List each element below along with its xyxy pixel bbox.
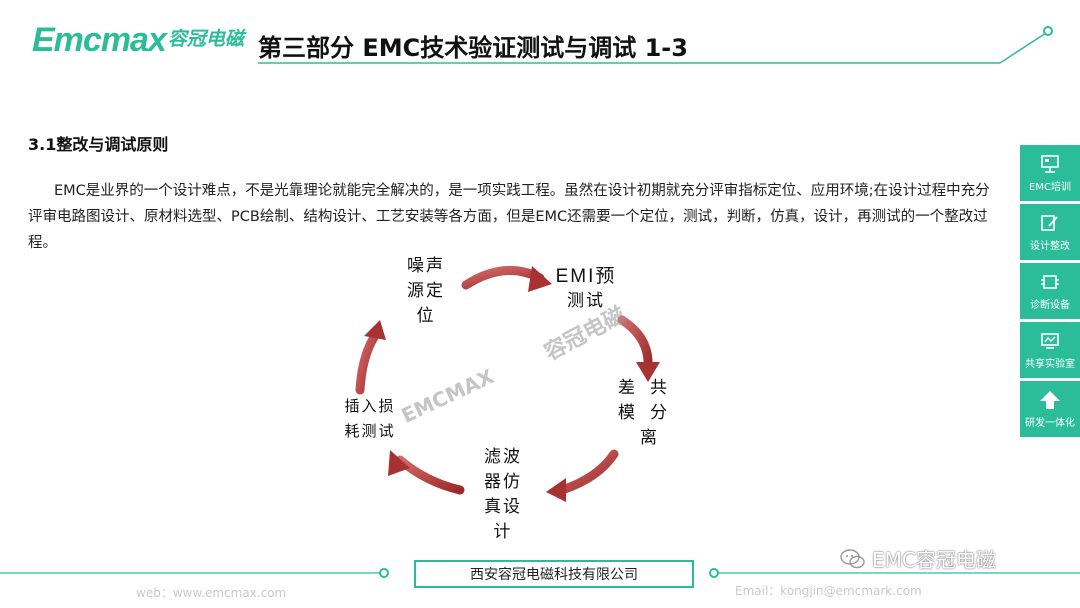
wechat-text: EMC容冠电磁: [872, 548, 996, 572]
cycle-arrows: [355, 265, 660, 502]
cycle-arrow-3-head: [546, 478, 566, 502]
nav-emc-training[interactable]: EMC培训: [1020, 145, 1080, 201]
logo-text: Emcmax: [32, 21, 167, 59]
nav-design-rectify[interactable]: 设计整改: [1020, 204, 1080, 260]
side-navigation: EMC培训 设计整改 诊断设备 共享实验室 研发一体化: [1020, 145, 1080, 440]
cycle-arrow-5: [355, 329, 381, 395]
body-paragraph-text: EMC是业界的一个设计难点，不是光靠理论就能完全解决的，是一项实践工程。虽然在设…: [28, 183, 990, 251]
page-title: 第三部分 EMC技术验证测试与调试 1-3: [258, 34, 688, 62]
nav-diagnostic-device[interactable]: 诊断设备: [1020, 263, 1080, 319]
body-paragraph: EMC是业界的一个设计难点，不是光靠理论就能完全解决的，是一项实践工程。虽然在设…: [28, 178, 1003, 256]
cycle-node-insertion-loss: 插入损 耗测试: [344, 397, 396, 440]
lab-icon: [1039, 331, 1061, 351]
website-text: web：www.emcmax.com: [136, 586, 287, 600]
cycle-node-emi-pretest: EMI预 测试: [555, 266, 617, 311]
email-text: Email：kongjin@emcmark.com: [735, 584, 922, 598]
arrow-up-icon: [1039, 390, 1061, 410]
cycle-arrow-5-head: [364, 320, 386, 340]
cycle-node-common-diff-mode: 共差 模分 离: [618, 378, 669, 448]
nav-shared-lab[interactable]: 共享实验室: [1020, 322, 1080, 378]
nav-label: EMC培训: [1029, 181, 1071, 193]
nav-label: 研发一体化: [1025, 417, 1075, 429]
wechat-icon: [840, 548, 865, 568]
cycle-arrow-3: [557, 449, 619, 495]
company-logo: Emcmax 容冠电磁: [32, 22, 244, 58]
device-icon: [1039, 272, 1061, 292]
logo-cn-text: 容冠电磁: [167, 28, 244, 50]
cycle-node-noise-source: 噪声 源定 位: [407, 256, 445, 326]
company-name-box: 西安容冠电磁科技有限公司: [414, 560, 694, 588]
header-divider: [258, 26, 1053, 64]
nav-rd-integration[interactable]: 研发一体化: [1020, 381, 1080, 437]
pencil-icon: [1039, 213, 1061, 233]
nav-label: 诊断设备: [1030, 299, 1070, 311]
cycle-arrow-1: [461, 265, 545, 290]
cycle-diagram: 噪声 源定 位 EMI预 测试 共差 模分 离 滤波 器仿 真设 计 插入损 耗…: [300, 250, 720, 555]
nav-label: 共享实验室: [1025, 358, 1075, 370]
wechat-watermark: EMC容冠电磁: [840, 544, 996, 573]
cycle-node-filter-sim: 滤波 器仿 真设 计: [484, 447, 522, 542]
nav-label: 设计整改: [1030, 240, 1070, 252]
section-heading: 3.1整改与调试原则: [28, 135, 169, 154]
cycle-arrow-4-head: [388, 450, 410, 476]
training-icon: [1039, 154, 1061, 174]
cycle-arrow-2-head: [636, 362, 660, 382]
footer-divider: [0, 568, 1080, 578]
cycle-arrow-4: [395, 455, 465, 495]
cycle-arrow-1-head: [528, 266, 552, 292]
